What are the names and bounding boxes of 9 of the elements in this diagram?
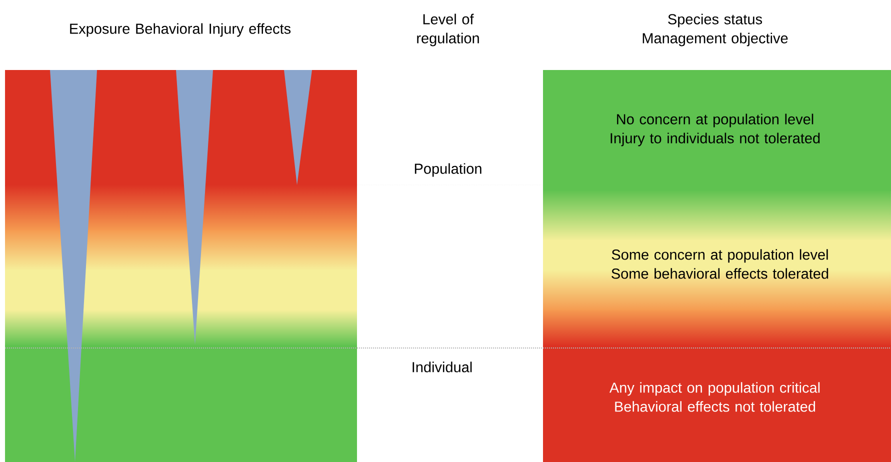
column-heading: Exposure Behavioral Injury effects — [70, 23, 291, 37]
node-label: Some concern at population level Some behavioral effects tolerated — [612, 249, 828, 279]
node-label: Any impact on population critical Behavioral effects not tolerated — [609, 382, 820, 412]
level-label: Individual — [412, 362, 472, 372]
column-heading: Level of regulation — [417, 14, 479, 46]
column-heading: Species status Management objective — [642, 14, 788, 46]
status-band: No concern at population level Injury to individuals not tolerated Some concern at population level Some behavioral effects tolerated Any impact on population critical Behavioral effects not tolerated — [543, 70, 891, 462]
level-label: Population — [414, 163, 482, 177]
gradient-band — [5, 70, 357, 462]
